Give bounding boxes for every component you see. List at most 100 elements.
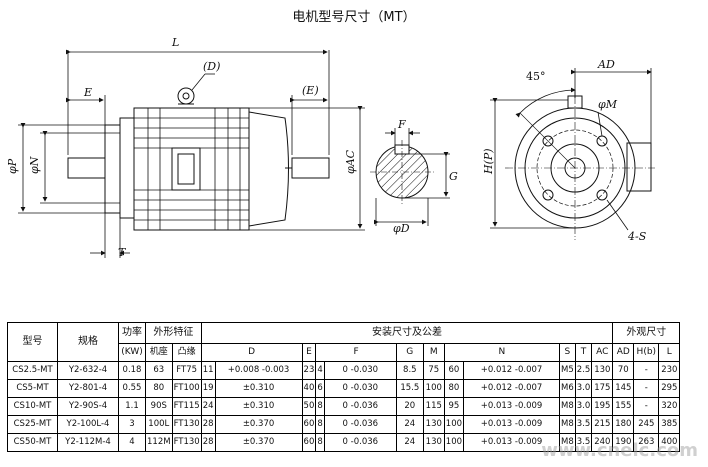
cell-n1: 80 <box>443 379 465 398</box>
cell-flange: FT130 <box>171 415 202 434</box>
cell-model: CS2.5-MT <box>7 361 58 380</box>
cell-l: 320 <box>658 397 681 416</box>
cell-g: 15.5 <box>395 379 424 398</box>
header-outline: 外观尺寸 <box>612 322 681 344</box>
cell-n2: +0.013 -0.009 <box>463 397 561 416</box>
cell-frame: 100L <box>145 415 173 434</box>
cell-t: 3.5 <box>574 415 593 434</box>
header-S: S <box>559 343 576 362</box>
header-flange: 凸缘 <box>171 343 202 362</box>
cell-model: CS50-MT <box>7 433 58 452</box>
header-model: 型号 <box>7 322 58 362</box>
label-HP: H(P) <box>482 148 495 175</box>
cell-g: 24 <box>395 415 424 434</box>
header-power: 功率 <box>118 322 146 344</box>
header-N: N <box>443 343 561 362</box>
label-phiAC: φAC <box>344 149 357 174</box>
cell-hb: - <box>633 397 660 416</box>
header-T: T <box>574 343 593 362</box>
header-spec: 规格 <box>57 322 119 362</box>
cell-ad: 145 <box>612 379 635 398</box>
cell-spec: Y2-801-4 <box>57 379 119 398</box>
header-shape: 外形特征 <box>145 322 202 344</box>
motor-dimension-drawing: L (D) E (E) φP φN T φAC F G φD <box>6 36 655 259</box>
label-D-paren: (D) <box>203 60 220 73</box>
label-E-left: E <box>83 86 92 99</box>
cell-kw: 0.55 <box>118 379 146 398</box>
cell-f2: 0 -0.036 <box>323 415 397 434</box>
cell-g: 8.5 <box>395 361 424 380</box>
cell-model: CS5-MT <box>7 379 58 398</box>
cell-spec: Y2-112M-4 <box>57 433 119 452</box>
motor-end-view <box>505 90 655 240</box>
cell-l: 230 <box>658 361 681 380</box>
cell-d2: ±0.310 <box>214 379 303 398</box>
cell-t: 3.0 <box>574 397 593 416</box>
cross-section-dimensions <box>374 128 450 226</box>
label-phiM: φM <box>598 98 618 111</box>
cell-g: 24 <box>395 433 424 452</box>
cell-flange: FT100 <box>171 379 202 398</box>
cell-f1: 8 <box>315 433 325 452</box>
label-F: F <box>397 118 406 131</box>
label-E-right: (E) <box>302 84 319 97</box>
cell-e: 23 <box>301 361 317 380</box>
cell-e: 50 <box>301 397 317 416</box>
cell-hb: - <box>633 379 660 398</box>
cell-m: 100 <box>422 379 445 398</box>
header-L: L <box>658 343 681 362</box>
label-G: G <box>449 170 458 183</box>
cell-s: M5 <box>559 361 576 380</box>
cell-l: 295 <box>658 379 681 398</box>
cell-spec: Y2-100L-4 <box>57 415 119 434</box>
cell-frame: 63 <box>145 361 173 380</box>
cell-ac: 175 <box>591 379 614 398</box>
watermark: www.cnelc.com <box>541 440 698 461</box>
table-header-row-1: 型号 规格 功率 外形特征 安装尺寸及公差 外观尺寸 <box>7 322 681 362</box>
cell-ad: 180 <box>612 415 635 434</box>
header-frame: 机座 <box>145 343 173 362</box>
cell-n1: 100 <box>443 433 465 452</box>
cell-kw: 3 <box>118 415 146 434</box>
cell-frame: 90S <box>145 397 173 416</box>
cell-hb: - <box>633 361 660 380</box>
header-AC: AC <box>591 343 614 362</box>
cell-flange: FT75 <box>171 361 202 380</box>
cell-ad: 70 <box>612 361 635 380</box>
cell-s: M8 <box>559 397 576 416</box>
shaft-cross-section <box>370 140 434 204</box>
end-view-dimensions <box>490 68 652 231</box>
cell-m: 115 <box>422 397 445 416</box>
label-phiN: φN <box>28 156 41 174</box>
cell-ad: 155 <box>612 397 635 416</box>
cell-f2: 0 -0.030 <box>323 361 397 380</box>
cell-model: CS10-MT <box>7 397 58 416</box>
cell-n2: +0.012 -0.007 <box>463 379 561 398</box>
cell-f1: 8 <box>315 415 325 434</box>
cell-kw: 4 <box>118 433 146 452</box>
cell-n1: 100 <box>443 415 465 434</box>
cell-m: 130 <box>422 433 445 452</box>
cell-n1: 95 <box>443 397 465 416</box>
cell-f1: 6 <box>315 379 325 398</box>
cell-flange: FT115 <box>171 397 202 416</box>
cell-e: 40 <box>301 379 317 398</box>
cell-s: M8 <box>559 415 576 434</box>
cell-d1: 28 <box>200 415 216 434</box>
cell-t: 2.5 <box>574 361 593 380</box>
header-D: D <box>200 343 303 362</box>
label-L: L <box>171 36 179 49</box>
page-title: 电机型号尺寸（MT） <box>292 10 416 25</box>
cell-f2: 0 -0.030 <box>323 379 397 398</box>
cell-f1: 8 <box>315 397 325 416</box>
cell-d2: ±0.370 <box>214 433 303 452</box>
cell-d1: 24 <box>200 397 216 416</box>
cell-frame: 80 <box>145 379 173 398</box>
cell-s: M6 <box>559 379 576 398</box>
motor-side-view <box>67 87 330 231</box>
header-install: 安装尺寸及公差 <box>200 322 614 344</box>
